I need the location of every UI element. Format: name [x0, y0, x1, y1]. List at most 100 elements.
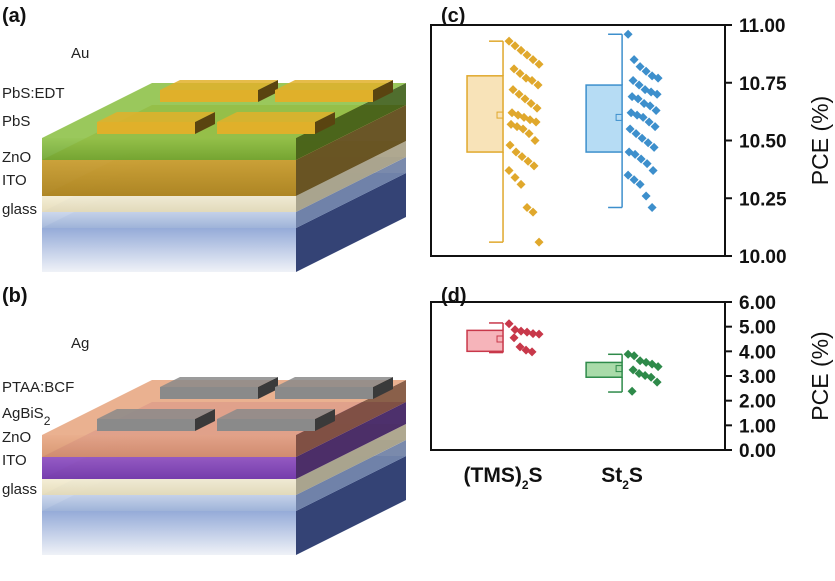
electrode-side [195, 112, 215, 134]
electrode-label: Au [71, 45, 89, 62]
data-point [527, 347, 537, 357]
layer-side-ptaa [296, 380, 406, 457]
data-point [510, 325, 520, 335]
box [585, 84, 623, 153]
data-point [638, 112, 648, 122]
electrode-side [315, 409, 335, 431]
data-point [534, 329, 544, 339]
data-point [528, 207, 538, 217]
y-tick-label: 1.00 [739, 416, 776, 437]
series-1 [585, 29, 663, 212]
electrode-top [217, 112, 335, 122]
y-tick-label: 11.00 [739, 16, 786, 37]
electrode-front [97, 122, 195, 134]
data-point [509, 333, 519, 343]
layer-front-glass [42, 511, 296, 555]
data-point [651, 105, 661, 115]
data-point [627, 386, 637, 396]
series-1 [585, 349, 663, 396]
category-label: St2S [601, 464, 643, 492]
electrode-front [217, 419, 315, 431]
data-point [531, 117, 541, 127]
data-point [630, 149, 640, 159]
data-point [532, 103, 542, 113]
layer-label-ptaa: PTAA:BCF [2, 379, 74, 396]
electrode-side [195, 409, 215, 431]
electrode-front [275, 387, 373, 399]
electrode-side [315, 112, 335, 134]
category-label-sub: 2 [622, 478, 629, 492]
electrode-front [160, 387, 258, 399]
data-point [524, 129, 534, 139]
plot-frame [430, 301, 726, 451]
category-label-sub: 2 [522, 478, 529, 492]
data-point [641, 66, 651, 76]
layer-label-agbis: AgBiS2 [2, 405, 51, 428]
data-point [629, 351, 639, 361]
data-point [629, 55, 639, 65]
layer-front-pbs [42, 160, 296, 196]
data-point [635, 62, 645, 72]
data-point [646, 372, 656, 382]
y-tick-label: 10.75 [739, 74, 787, 95]
panel-label-a: (a) [2, 5, 26, 27]
panel-label-c: (c) [441, 5, 465, 27]
data-point [636, 154, 646, 164]
data-point [529, 161, 539, 171]
layer-label-pbs: PbS [2, 113, 30, 130]
panel-label-d: (d) [441, 285, 467, 307]
y-tick-label: 10.25 [739, 189, 787, 210]
electrode-top [97, 409, 215, 419]
data-point [522, 50, 532, 60]
data-point [653, 73, 663, 83]
layer-front-ito [42, 212, 296, 228]
data-point [534, 237, 544, 247]
data-point [504, 36, 514, 46]
electrode-side [258, 80, 278, 102]
data-point [510, 172, 520, 182]
data-point [635, 179, 645, 189]
electrode-side [373, 377, 393, 399]
layer-front-zno [42, 196, 296, 212]
layer-label-zno: ZnO [2, 429, 31, 446]
data-point [637, 133, 647, 143]
data-point [526, 99, 536, 109]
data-point [634, 80, 644, 90]
y-tick-label: 0.00 [739, 441, 776, 462]
data-point [631, 129, 641, 139]
layer-side-ito [296, 157, 406, 228]
mean-marker [496, 335, 504, 343]
electrode-top [160, 80, 278, 90]
series-0 [466, 36, 544, 247]
layer-label-sub: 2 [44, 414, 51, 428]
data-point [533, 80, 543, 90]
electrode-front [275, 90, 373, 102]
data-point [509, 64, 519, 74]
mean-marker [496, 111, 504, 119]
layer-label-glass: glass [2, 481, 37, 498]
data-point [522, 202, 532, 212]
data-point [652, 89, 662, 99]
mean-marker [615, 113, 623, 121]
electrode-front [97, 419, 195, 431]
data-point [515, 69, 525, 79]
electrode-label: Ag [71, 335, 89, 352]
category-label: (TMS)2S [464, 464, 543, 492]
data-point [527, 75, 537, 85]
data-point [522, 327, 532, 337]
data-point [518, 124, 528, 134]
data-point [623, 170, 633, 180]
layer-side-glass [296, 173, 406, 272]
y-axis-label: PCE (%) [807, 331, 833, 420]
layer-label-glass: glass [2, 201, 37, 218]
electrode-side [373, 80, 393, 102]
data-point [623, 29, 633, 39]
layer-label-pbsedt: PbS:EDT [2, 85, 65, 102]
data-point [628, 75, 638, 85]
data-point [652, 377, 662, 387]
data-point [514, 89, 524, 99]
data-point [645, 101, 655, 111]
